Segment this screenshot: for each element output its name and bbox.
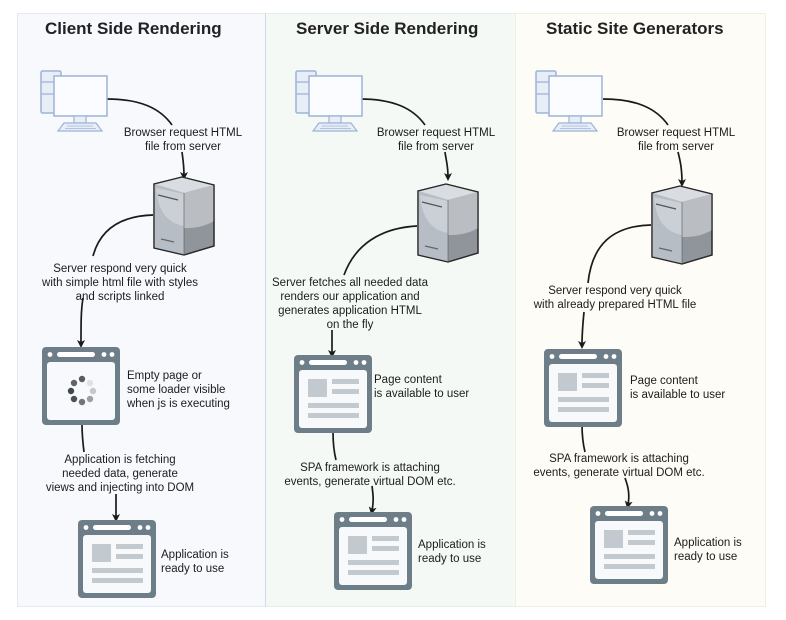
server-icon	[152, 176, 216, 261]
step-request-label: Browser request HTML file from server	[123, 127, 243, 153]
step-first-page-label: Page content is available to user	[374, 374, 470, 400]
step-final-label: Application is ready to use	[674, 537, 742, 563]
browser-loading-icon	[42, 347, 120, 430]
browser-page-icon	[78, 520, 156, 603]
server-icon	[650, 185, 714, 270]
title-client-side-rendering: Client Side Rendering	[45, 19, 222, 38]
step-final-label: Application is ready to use	[161, 549, 229, 575]
title-static-site-generators: Static Site Generators	[546, 19, 724, 38]
browser-page-icon	[544, 349, 622, 432]
server-icon	[416, 183, 480, 268]
step-server-response-label: Server respond very quick with already p…	[533, 285, 697, 311]
desktop-computer-icon	[535, 70, 605, 137]
desktop-computer-icon	[295, 70, 365, 137]
browser-page-icon	[294, 355, 372, 438]
desktop-computer-icon	[40, 70, 110, 137]
browser-page-icon	[334, 512, 412, 595]
step-final-label: Application is ready to use	[418, 539, 486, 565]
step-transition-label: SPA framework is attaching events, gener…	[533, 453, 705, 479]
browser-page-icon	[590, 506, 668, 589]
step-request-label: Browser request HTML file from server	[616, 127, 736, 153]
step-server-response-label: Server respond very quick with simple ht…	[42, 263, 198, 303]
step-transition-label: Application is fetching needed data, gen…	[45, 454, 195, 494]
step-first-page-label: Empty page or some loader visible when j…	[127, 370, 230, 410]
step-first-page-label: Page content is available to user	[630, 375, 726, 401]
step-server-response-label: Server fetches all needed data renders o…	[272, 277, 428, 331]
step-request-label: Browser request HTML file from server	[376, 127, 496, 153]
title-server-side-rendering: Server Side Rendering	[296, 19, 479, 38]
step-transition-label: SPA framework is attaching events, gener…	[284, 462, 456, 488]
